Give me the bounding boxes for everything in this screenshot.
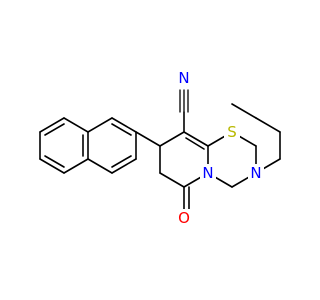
carbonyl-oxygen-label: O [178,209,190,227]
bond [231,103,257,119]
bond [183,131,209,147]
bond [159,131,185,147]
bond [255,117,281,133]
atom-bg [248,164,264,182]
pyridinone-ring [159,131,209,188]
bond-inner [111,155,132,168]
bond [87,158,113,174]
bond [63,117,89,133]
bond-inner [44,123,65,136]
bond [39,158,65,174]
bond [87,117,113,133]
bond-inner [111,123,132,136]
bond-naphthyl-link [135,131,161,147]
atom-bg [176,209,192,227]
sulfur-label: S [227,123,237,141]
naphthalene-right-ring [87,117,137,174]
atom-bg [224,123,240,141]
atom-bg [176,69,192,87]
ring-nitrogen-label: N [202,164,213,182]
bond [39,117,65,133]
bond-inner [185,137,205,150]
benzyl-nitrogen-label: N [250,164,261,182]
naphthalene-left-ring [39,117,89,174]
bond [63,158,89,174]
bond [159,172,185,188]
molecule-structure: N S N N O [39,69,281,227]
atom-bg [200,164,216,182]
bond [111,117,137,133]
nitrile-nitrogen-label: N [178,69,189,87]
bond-inner [44,155,65,168]
bond [111,158,137,174]
phenyl-ring [231,103,281,160]
